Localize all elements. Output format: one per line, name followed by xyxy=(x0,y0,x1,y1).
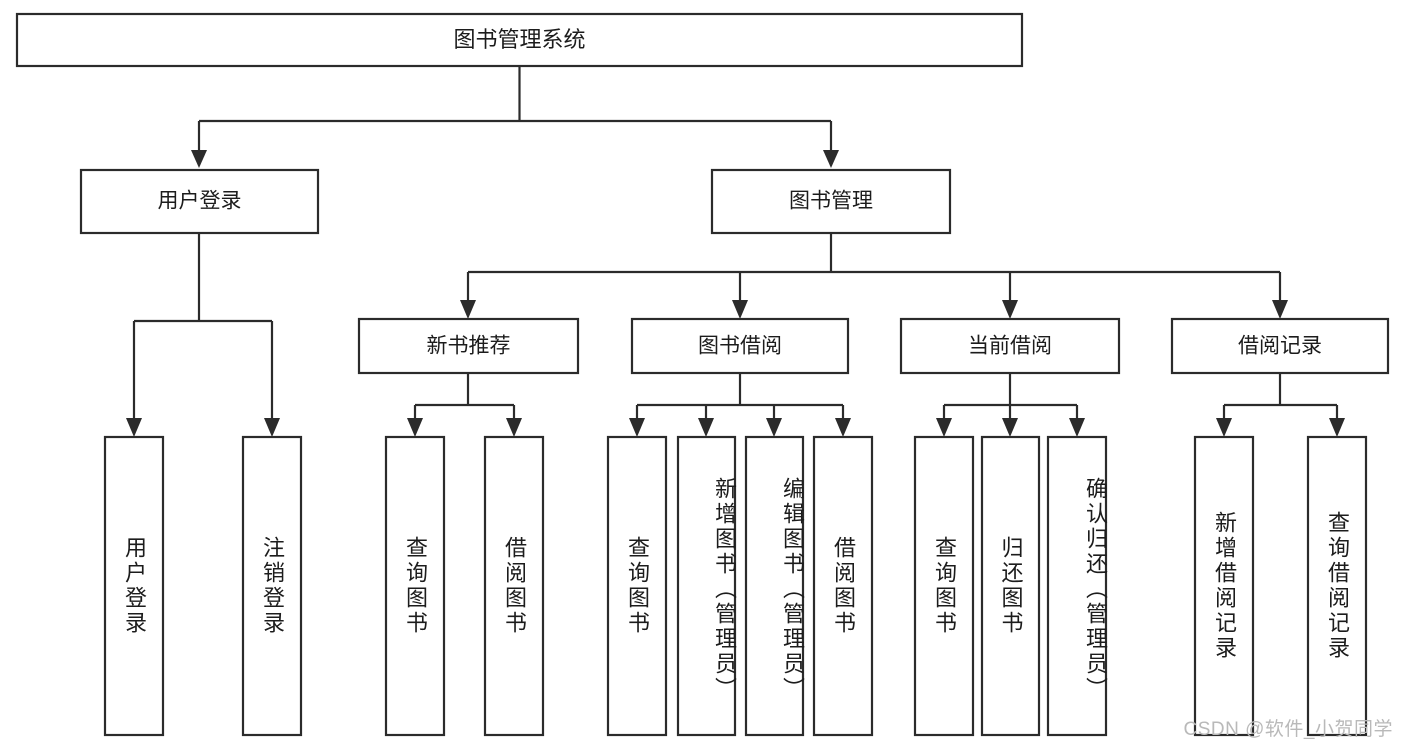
node-leaf-query-book-2[interactable] xyxy=(606,435,668,737)
node-leaf-add-borrow-record[interactable] xyxy=(1193,435,1255,737)
node-leaf-user-login[interactable] xyxy=(103,435,165,737)
arrow-leaf-add-book-admin xyxy=(698,418,714,437)
arrow-leaf-edit-book-admin xyxy=(766,418,782,437)
arrow-leaf-borrow-book-1 xyxy=(506,418,522,437)
node-book-borrow-label: 图书借阅 xyxy=(698,335,782,358)
arrow-leaf-query-borrow-record xyxy=(1329,418,1345,437)
node-leaf-edit-book-admin[interactable] xyxy=(744,435,805,737)
node-borrow-record[interactable] xyxy=(1170,317,1390,375)
node-book-manage-label: 图书管理 xyxy=(789,190,873,213)
node-current-borrow[interactable] xyxy=(899,317,1121,375)
node-book-manage[interactable] xyxy=(710,168,952,235)
node-new-book-recommend[interactable] xyxy=(357,317,580,375)
node-boxes: 图书管理系统 用户登录 图书管理 新书推荐 图书借阅 当前借阅 借阅记录 xyxy=(15,12,1390,737)
arrow-leaf-confirm-return-admin xyxy=(1069,418,1085,437)
node-leaf-query-book-3[interactable] xyxy=(913,435,975,737)
node-leaf-query-book-1[interactable] xyxy=(384,435,446,737)
arrow-to-borrow-record xyxy=(1272,300,1288,319)
node-root-label: 图书管理系统 xyxy=(453,27,585,52)
arrow-to-new-book-recommend xyxy=(460,300,476,319)
node-leaf-borrow-book-2[interactable] xyxy=(812,435,874,737)
node-new-book-recommend-label: 新书推荐 xyxy=(427,335,511,358)
arrow-to-book-borrow xyxy=(732,300,748,319)
node-leaf-borrow-book-1[interactable] xyxy=(483,435,545,737)
node-leaf-logout-login[interactable] xyxy=(241,435,303,737)
arrow-to-book-manage xyxy=(823,150,839,168)
node-leaf-confirm-return-admin[interactable] xyxy=(1046,435,1108,737)
node-book-borrow[interactable] xyxy=(630,317,850,375)
arrow-leaf-logout-login xyxy=(264,418,280,437)
arrow-leaf-query-book-1 xyxy=(407,418,423,437)
arrow-leaf-query-book-2 xyxy=(629,418,645,437)
node-leaf-return-book[interactable] xyxy=(980,435,1041,737)
arrow-leaf-borrow-book-2 xyxy=(835,418,851,437)
arrow-leaf-return-book xyxy=(1002,418,1018,437)
arrow-to-user-login xyxy=(191,150,207,168)
arrow-to-current-borrow xyxy=(1002,300,1018,319)
node-current-borrow-label: 当前借阅 xyxy=(968,335,1052,358)
node-user-login-label: 用户登录 xyxy=(158,190,242,213)
node-user-login[interactable] xyxy=(79,168,320,235)
node-leaf-query-borrow-record[interactable] xyxy=(1306,435,1368,737)
node-borrow-record-label: 借阅记录 xyxy=(1238,335,1322,358)
arrow-leaf-query-book-3 xyxy=(936,418,952,437)
arrow-leaf-add-borrow-record xyxy=(1216,418,1232,437)
node-root-book-system[interactable] xyxy=(15,12,1024,68)
connectors xyxy=(126,66,1345,437)
arrow-leaf-user-login xyxy=(126,418,142,437)
node-leaf-add-book-admin[interactable] xyxy=(676,435,737,737)
watermark-text: CSDN @软件_小贺同学 xyxy=(1183,719,1393,740)
